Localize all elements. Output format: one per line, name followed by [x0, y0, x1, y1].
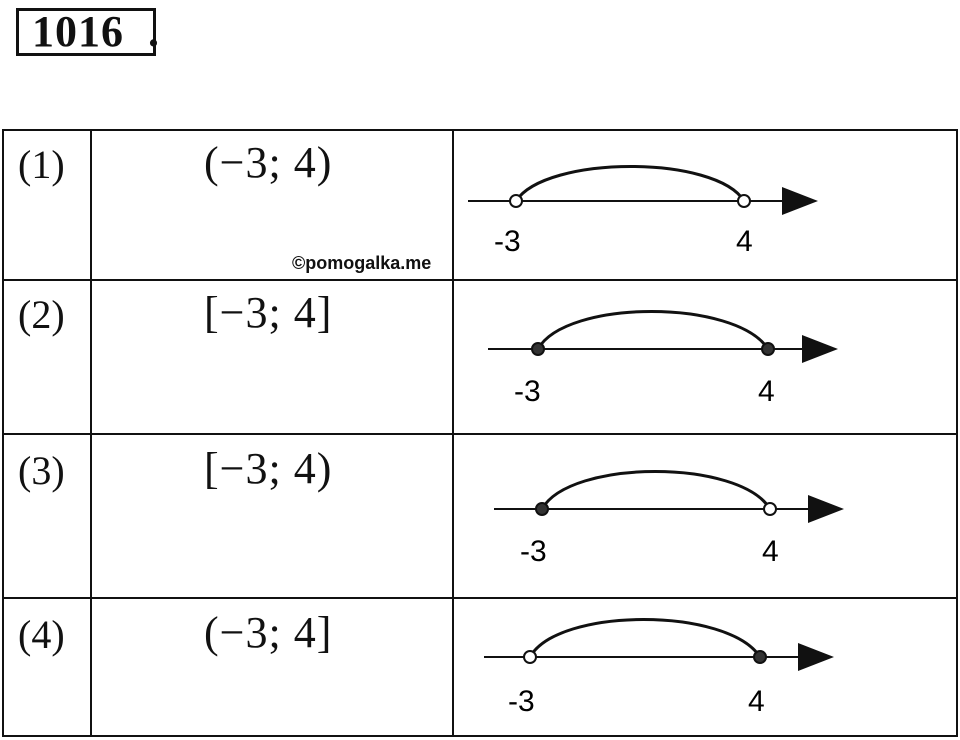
row-divider	[4, 279, 956, 281]
row-divider	[4, 433, 956, 435]
number-line: -3 4	[468, 165, 818, 258]
row-label: (4)	[18, 612, 65, 657]
number-line: -3 4	[484, 618, 834, 718]
tick-label-right: 4	[758, 375, 775, 408]
interval-notation: [−3; 4]	[204, 288, 333, 337]
interval-notation: [−3; 4)	[204, 444, 333, 493]
row-divider	[4, 597, 956, 599]
answer-table: (1) (−3; 4) -3 4 ©pomogalka.me (2) [−3; …	[2, 129, 958, 737]
tick-label-right: 4	[748, 685, 765, 718]
left-endpoint	[509, 194, 523, 208]
watermark: ©pomogalka.me	[292, 253, 432, 273]
interval-arc	[514, 165, 746, 202]
interval-arc	[536, 310, 770, 350]
left-endpoint	[535, 502, 549, 516]
axis-arrow	[808, 495, 844, 523]
row-label: (1)	[18, 142, 65, 187]
axis-arrow	[782, 187, 818, 215]
interval-arc	[540, 470, 772, 510]
interval-notation: (−3; 4)	[204, 138, 333, 187]
right-endpoint	[753, 650, 767, 664]
interval-arc	[528, 618, 762, 658]
tick-label-right: 4	[736, 225, 753, 258]
number-line: -3 4	[488, 310, 838, 408]
tick-label-left: -3	[494, 225, 521, 258]
left-endpoint	[531, 342, 545, 356]
row-label: (3)	[18, 448, 65, 493]
axis-arrow	[802, 335, 838, 363]
right-endpoint	[763, 502, 777, 516]
tick-label-left: -3	[520, 535, 547, 568]
interval-notation: (−3; 4]	[204, 608, 333, 657]
row-label: (2)	[18, 292, 65, 337]
tick-label-left: -3	[508, 685, 535, 718]
problem-number-box	[16, 8, 156, 56]
left-endpoint	[523, 650, 537, 664]
tick-label-left: -3	[514, 375, 541, 408]
right-endpoint	[737, 194, 751, 208]
problem-number: 1016	[32, 7, 124, 56]
problem-number-dot: .	[148, 7, 159, 56]
axis-arrow	[798, 643, 834, 671]
right-endpoint	[761, 342, 775, 356]
number-line: -3 4	[494, 470, 844, 568]
tick-label-right: 4	[762, 535, 779, 568]
